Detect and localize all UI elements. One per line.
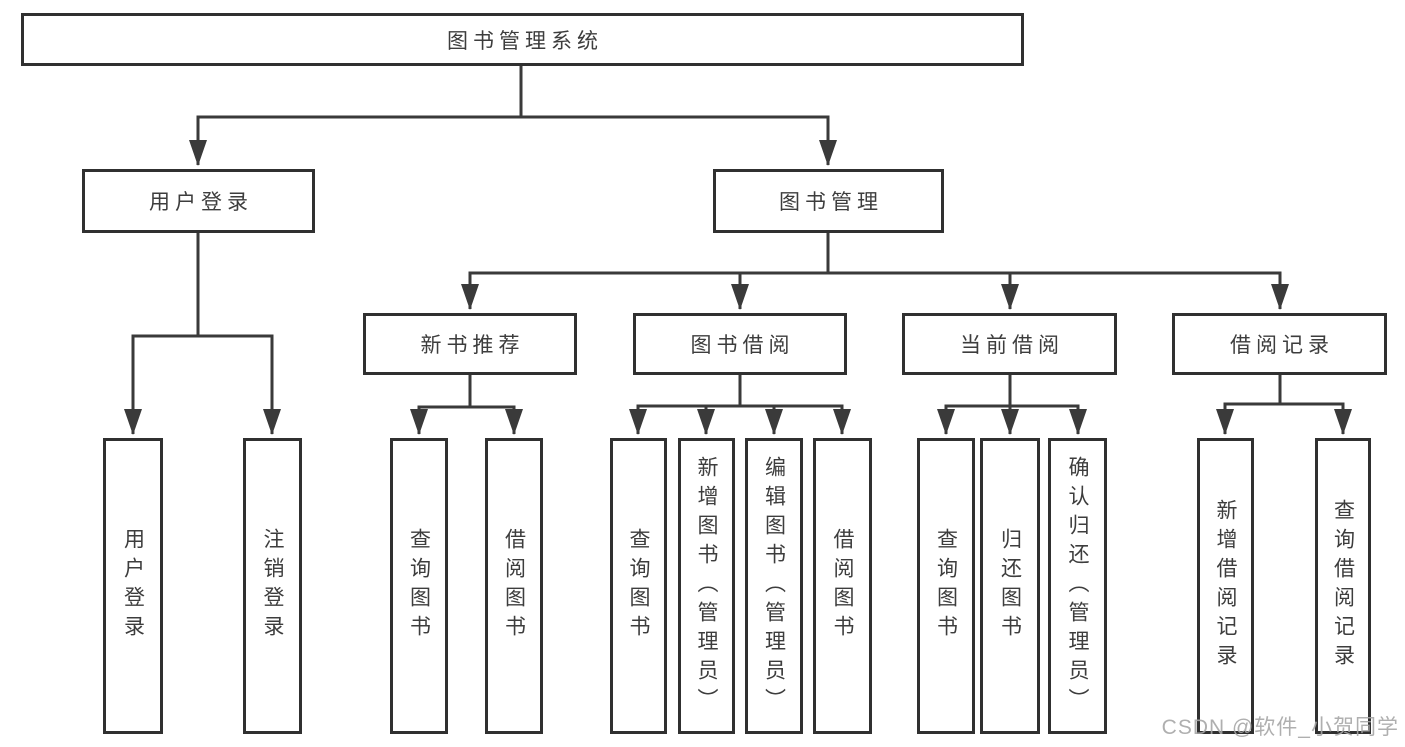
edges-current-borrowing bbox=[937, 375, 1087, 435]
node-user-login: 用户登录 bbox=[82, 169, 315, 233]
leaf-query-books-current: 查询图书 bbox=[917, 438, 975, 734]
node-library-system: 图书管理系统 bbox=[21, 13, 1024, 66]
edges-book-management bbox=[461, 233, 1289, 310]
leaf-query-books-recommend: 查询图书 bbox=[390, 438, 448, 734]
leaf-logout: 注销登录 bbox=[243, 438, 302, 734]
leaf-query-borrow-record: 查询借阅记录 bbox=[1315, 438, 1371, 734]
watermark: CSDN @软件_小贺同学 bbox=[1161, 716, 1399, 739]
node-book-borrowing: 图书借阅 bbox=[633, 313, 847, 375]
leaf-add-book-admin: 新增图书（管理员） bbox=[678, 438, 735, 734]
node-current-borrowing: 当前借阅 bbox=[902, 313, 1117, 375]
leaf-query-books-borrowing: 查询图书 bbox=[610, 438, 667, 734]
leaf-edit-book-admin: 编辑图书（管理员） bbox=[745, 438, 803, 734]
leaf-confirm-return-admin: 确认归还（管理员） bbox=[1048, 438, 1107, 734]
edges-new-book-recommend bbox=[410, 375, 523, 435]
leaf-return-book: 归还图书 bbox=[980, 438, 1040, 734]
node-book-management: 图书管理 bbox=[713, 169, 944, 233]
edges-root-to-level2 bbox=[189, 66, 837, 166]
leaf-add-borrow-record: 新增借阅记录 bbox=[1197, 438, 1254, 734]
edges-book-borrowing bbox=[629, 375, 851, 435]
leaf-borrow-books-borrowing: 借阅图书 bbox=[813, 438, 872, 734]
leaf-user-login: 用户登录 bbox=[103, 438, 163, 734]
leaf-borrow-books-recommend: 借阅图书 bbox=[485, 438, 543, 734]
edges-user-login bbox=[124, 233, 281, 435]
node-new-book-recommend: 新书推荐 bbox=[363, 313, 577, 375]
edges-borrowing-records bbox=[1216, 375, 1352, 435]
node-borrowing-records: 借阅记录 bbox=[1172, 313, 1387, 375]
